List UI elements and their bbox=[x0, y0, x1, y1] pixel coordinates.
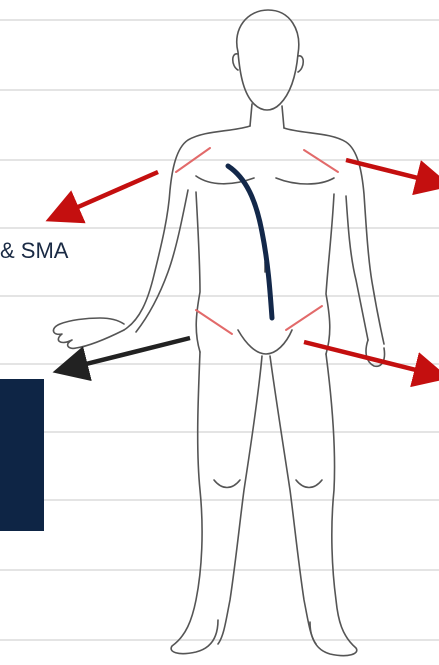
label-sma-partial: & SMA bbox=[0, 238, 68, 264]
neck-outline bbox=[250, 104, 284, 128]
arrow-left-groin bbox=[70, 338, 190, 368]
knee-left bbox=[214, 480, 240, 488]
waist-right bbox=[326, 194, 334, 354]
torso-left bbox=[124, 126, 250, 330]
ear-left bbox=[233, 54, 238, 70]
leg-right-outer bbox=[310, 354, 357, 656]
right-inner-arm bbox=[346, 196, 368, 340]
chest-right bbox=[276, 178, 334, 184]
arrow-left-shoulder bbox=[62, 172, 158, 214]
catheter-line bbox=[228, 166, 272, 318]
head-outline bbox=[237, 10, 299, 110]
torso-right bbox=[284, 128, 384, 344]
dark-label-box bbox=[0, 379, 44, 531]
arrow-right-groin bbox=[304, 342, 432, 374]
arrow-right-shoulder bbox=[346, 160, 434, 182]
leg-right-inner bbox=[270, 356, 316, 644]
groin-outline bbox=[238, 330, 292, 354]
left-inner-arm bbox=[136, 190, 188, 332]
incision-mark-left-shoulder bbox=[176, 148, 210, 172]
incision-mark-right-groin bbox=[286, 306, 322, 330]
waist-left bbox=[196, 192, 200, 352]
knee-right bbox=[296, 480, 322, 488]
incision-mark-right-shoulder bbox=[304, 150, 338, 172]
hand-left bbox=[53, 318, 124, 348]
leg-left-outer bbox=[171, 352, 218, 654]
ear-right bbox=[298, 56, 303, 72]
incision-mark-left-groin bbox=[196, 310, 232, 334]
leg-left-inner bbox=[218, 356, 262, 644]
